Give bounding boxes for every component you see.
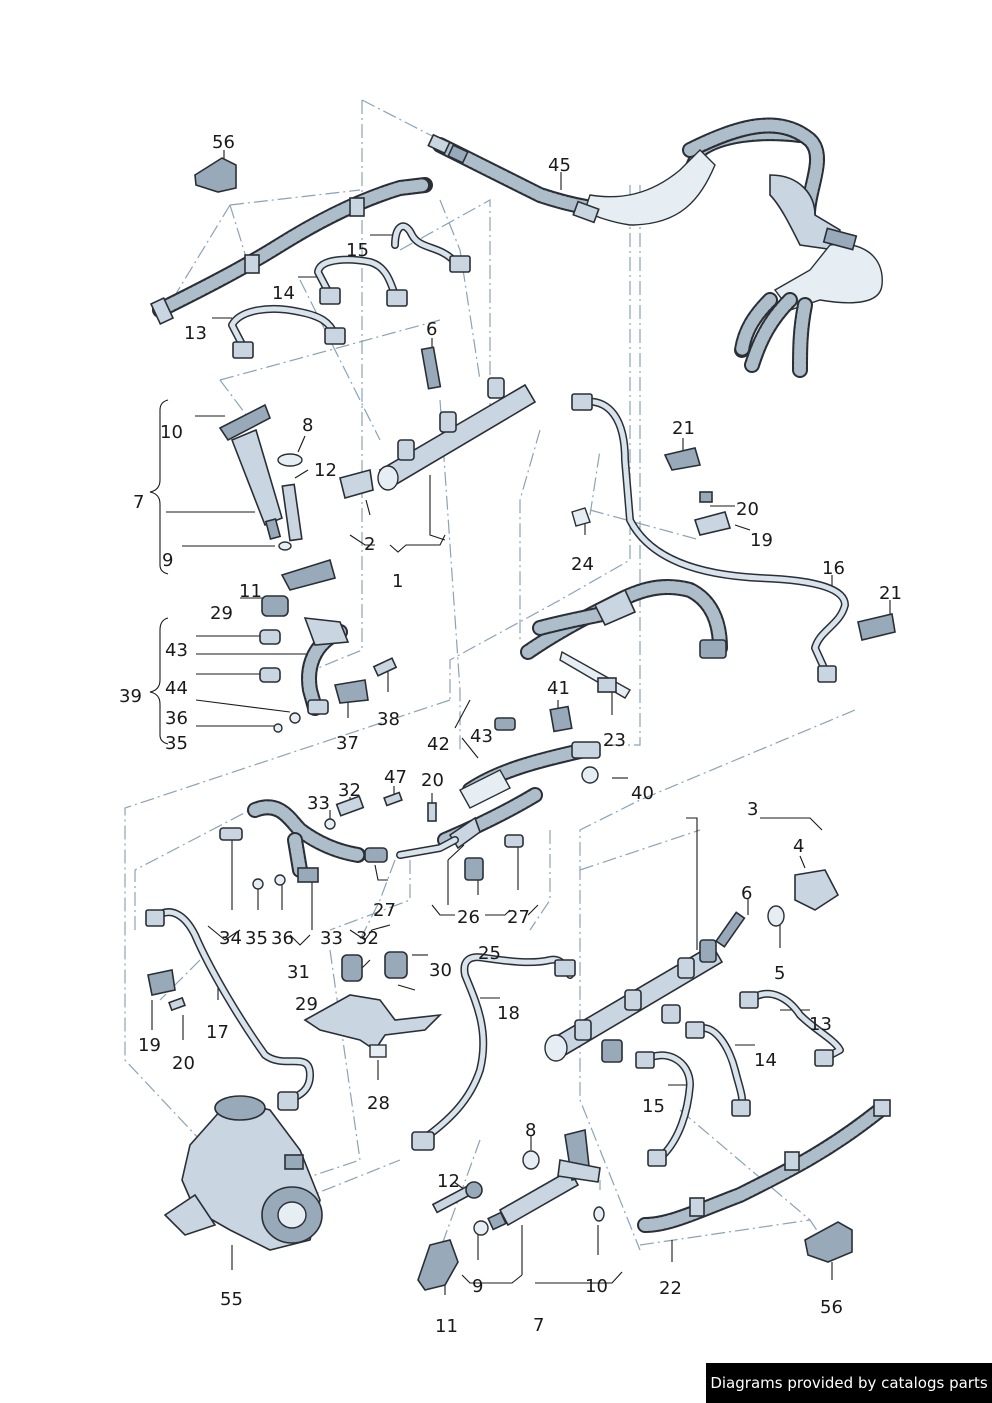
callout-7: 7 [133,492,144,513]
feed-pipe-18 [411,953,576,1151]
callout-5: 5 [774,963,785,984]
callout-33: 33 [320,928,343,949]
callout-14: 14 [272,283,295,304]
injector-upper [218,403,336,591]
callout-10: 10 [585,1276,608,1297]
callout-8: 8 [525,1120,536,1141]
callout-22: 22 [659,1278,682,1299]
callout-45: 45 [548,155,571,176]
fuel-rail-lower [544,869,840,1063]
return-hose-middle [520,579,728,733]
callout-33: 33 [307,793,330,814]
callout-11: 11 [435,1316,458,1337]
callout-36: 36 [271,928,294,949]
callout-20: 20 [172,1053,195,1074]
callout-24: 24 [571,554,594,575]
callout-1: 1 [392,571,403,592]
leader-lines [149,150,891,1295]
callout-36: 36 [165,708,188,729]
callout-8: 8 [302,415,313,436]
callout-labels: 56 45 15 14 13 6 10 8 12 7 9 2 1 21 20 1… [119,132,902,1337]
callout-32: 32 [356,928,379,949]
callout-38: 38 [377,709,400,730]
callout-12: 12 [437,1171,460,1192]
leakoff-line-middle [219,791,524,890]
callout-31: 31 [287,962,310,983]
callout-19: 19 [138,1035,161,1056]
callout-11: 11 [239,581,262,602]
callout-21: 21 [672,418,695,439]
callout-43: 43 [165,640,188,661]
callout-15: 15 [346,240,369,261]
callout-13: 13 [809,1014,832,1035]
callout-39: 39 [119,686,142,707]
callout-44: 44 [165,678,188,699]
callout-26: 26 [457,907,480,928]
callout-56: 56 [212,132,235,153]
callout-47: 47 [384,767,407,788]
callout-56: 56 [820,1297,843,1318]
return-line-middle [437,717,601,850]
pump-bracket [303,951,443,1058]
callout-13: 13 [184,323,207,344]
callout-35: 35 [165,733,188,754]
callout-21: 21 [879,583,902,604]
callout-42: 42 [427,734,450,755]
coolant-hose-assembly [427,117,883,378]
callout-27: 27 [373,900,396,921]
callout-16: 16 [822,558,845,579]
callout-32: 32 [338,780,361,801]
callout-2: 2 [364,534,375,555]
return-hose-upper [149,157,433,325]
fuel-rail-upper [339,346,537,499]
callout-17: 17 [206,1022,229,1043]
callout-41: 41 [547,678,570,699]
callout-29: 29 [210,603,233,624]
callout-55: 55 [220,1289,243,1310]
callout-27: 27 [507,907,530,928]
callout-6: 6 [741,883,752,904]
callout-20: 20 [421,770,444,791]
callout-4: 4 [793,836,804,857]
credit-banner: Diagrams provided by catalogs parts [706,1363,992,1403]
callout-29: 29 [295,994,318,1015]
callout-20: 20 [736,499,759,520]
callout-9: 9 [472,1276,483,1297]
callout-43: 43 [470,726,493,747]
callout-15: 15 [642,1096,665,1117]
callout-6: 6 [426,319,437,340]
callout-23: 23 [603,730,626,751]
callout-18: 18 [497,1003,520,1024]
injector-pipes-lower [635,989,844,1167]
callout-19: 19 [750,530,773,551]
supply-pipe-16 [571,393,896,683]
callout-12: 12 [314,460,337,481]
callout-37: 37 [336,733,359,754]
leakoff-parts-left [259,595,398,733]
callout-9: 9 [162,550,173,571]
injector-pipes-upper [228,222,471,359]
callout-14: 14 [754,1050,777,1071]
callout-35: 35 [245,928,268,949]
callout-25: 25 [478,943,501,964]
callout-3: 3 [747,799,758,820]
callout-10: 10 [160,422,183,443]
injector-lower [417,1129,605,1291]
callout-30: 30 [429,960,452,981]
callout-40: 40 [631,783,654,804]
callout-28: 28 [367,1093,390,1114]
callout-7: 7 [533,1315,544,1336]
high-pressure-pump [163,1095,323,1251]
callout-34: 34 [219,928,242,949]
return-hose-lower [637,1099,891,1263]
high-pressure-pump-pipe [145,908,314,1111]
